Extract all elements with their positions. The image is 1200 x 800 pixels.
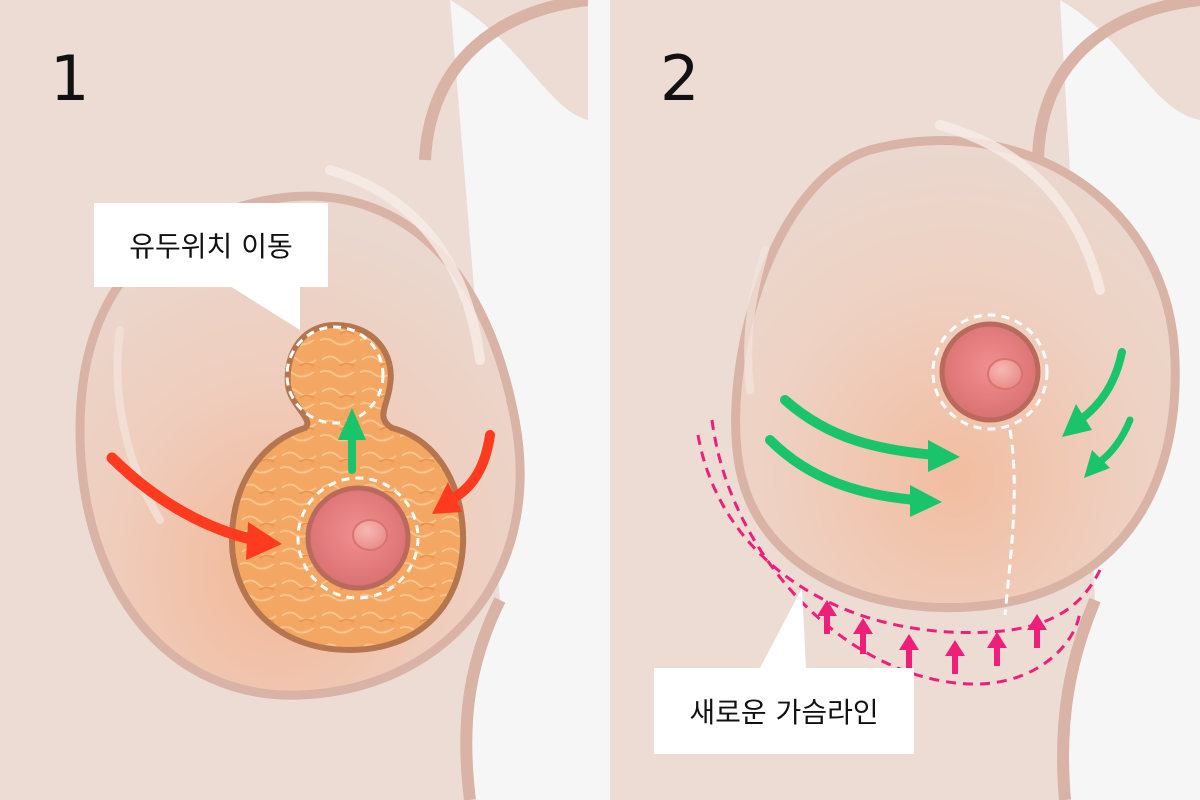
arrow-green-2-head — [910, 485, 942, 517]
nipple-2 — [987, 358, 1023, 390]
panel-number-2: 2 — [660, 42, 700, 115]
breast-line-lower — [710, 419, 1082, 686]
panel-1-edge — [450, 0, 588, 800]
panel-new-breast-line: 2 새로운 가슴라인 — [610, 0, 1200, 800]
highlight-left — [113, 326, 164, 524]
areola-dashed-outline-2 — [931, 313, 1049, 431]
arrow-green-3 — [1076, 348, 1126, 424]
arrow-green-2 — [765, 435, 920, 505]
areola-dashed-outline — [296, 476, 420, 600]
arrow-green-1 — [780, 395, 940, 460]
callout-nipple-relocation: 유두위치 이동 — [94, 203, 328, 287]
arrow-green-4-head — [1084, 450, 1110, 478]
new-nipple-position — [285, 325, 385, 425]
highlight-2 — [935, 120, 1105, 295]
panel-2-waist-line — [1057, 597, 1101, 800]
panel-2-illustration — [696, 0, 1200, 800]
panel-1-shoulder-line — [419, 0, 588, 161]
arrow-left-red-head — [246, 522, 282, 560]
highlight — [325, 165, 485, 365]
arrow-up-green-head — [338, 408, 366, 440]
callout-2-pointer — [760, 588, 806, 668]
panel-2-shoulder-line — [1032, 0, 1200, 161]
panel-nipple-relocation: 1 유두위치 이동 — [0, 0, 588, 800]
arrow-green-3-head — [1062, 404, 1092, 437]
callout-new-breast-line: 새로운 가슴라인 — [654, 668, 914, 754]
lift-arrows — [817, 600, 1047, 674]
panel-number: 1 — [50, 42, 90, 115]
panel-1-waist-line — [460, 597, 506, 800]
breast-line-upper — [696, 434, 1102, 635]
highlight-2-left — [744, 246, 769, 394]
arrow-right-red — [445, 430, 495, 505]
callout-1-pointer — [230, 286, 300, 330]
panel-1-illustration — [75, 0, 588, 800]
arrow-right-red-head — [432, 482, 462, 514]
vertical-scar-line — [1003, 429, 1016, 616]
arrow-green-1-head — [928, 440, 960, 472]
arrow-left-red — [106, 452, 261, 546]
nipple — [352, 519, 388, 551]
